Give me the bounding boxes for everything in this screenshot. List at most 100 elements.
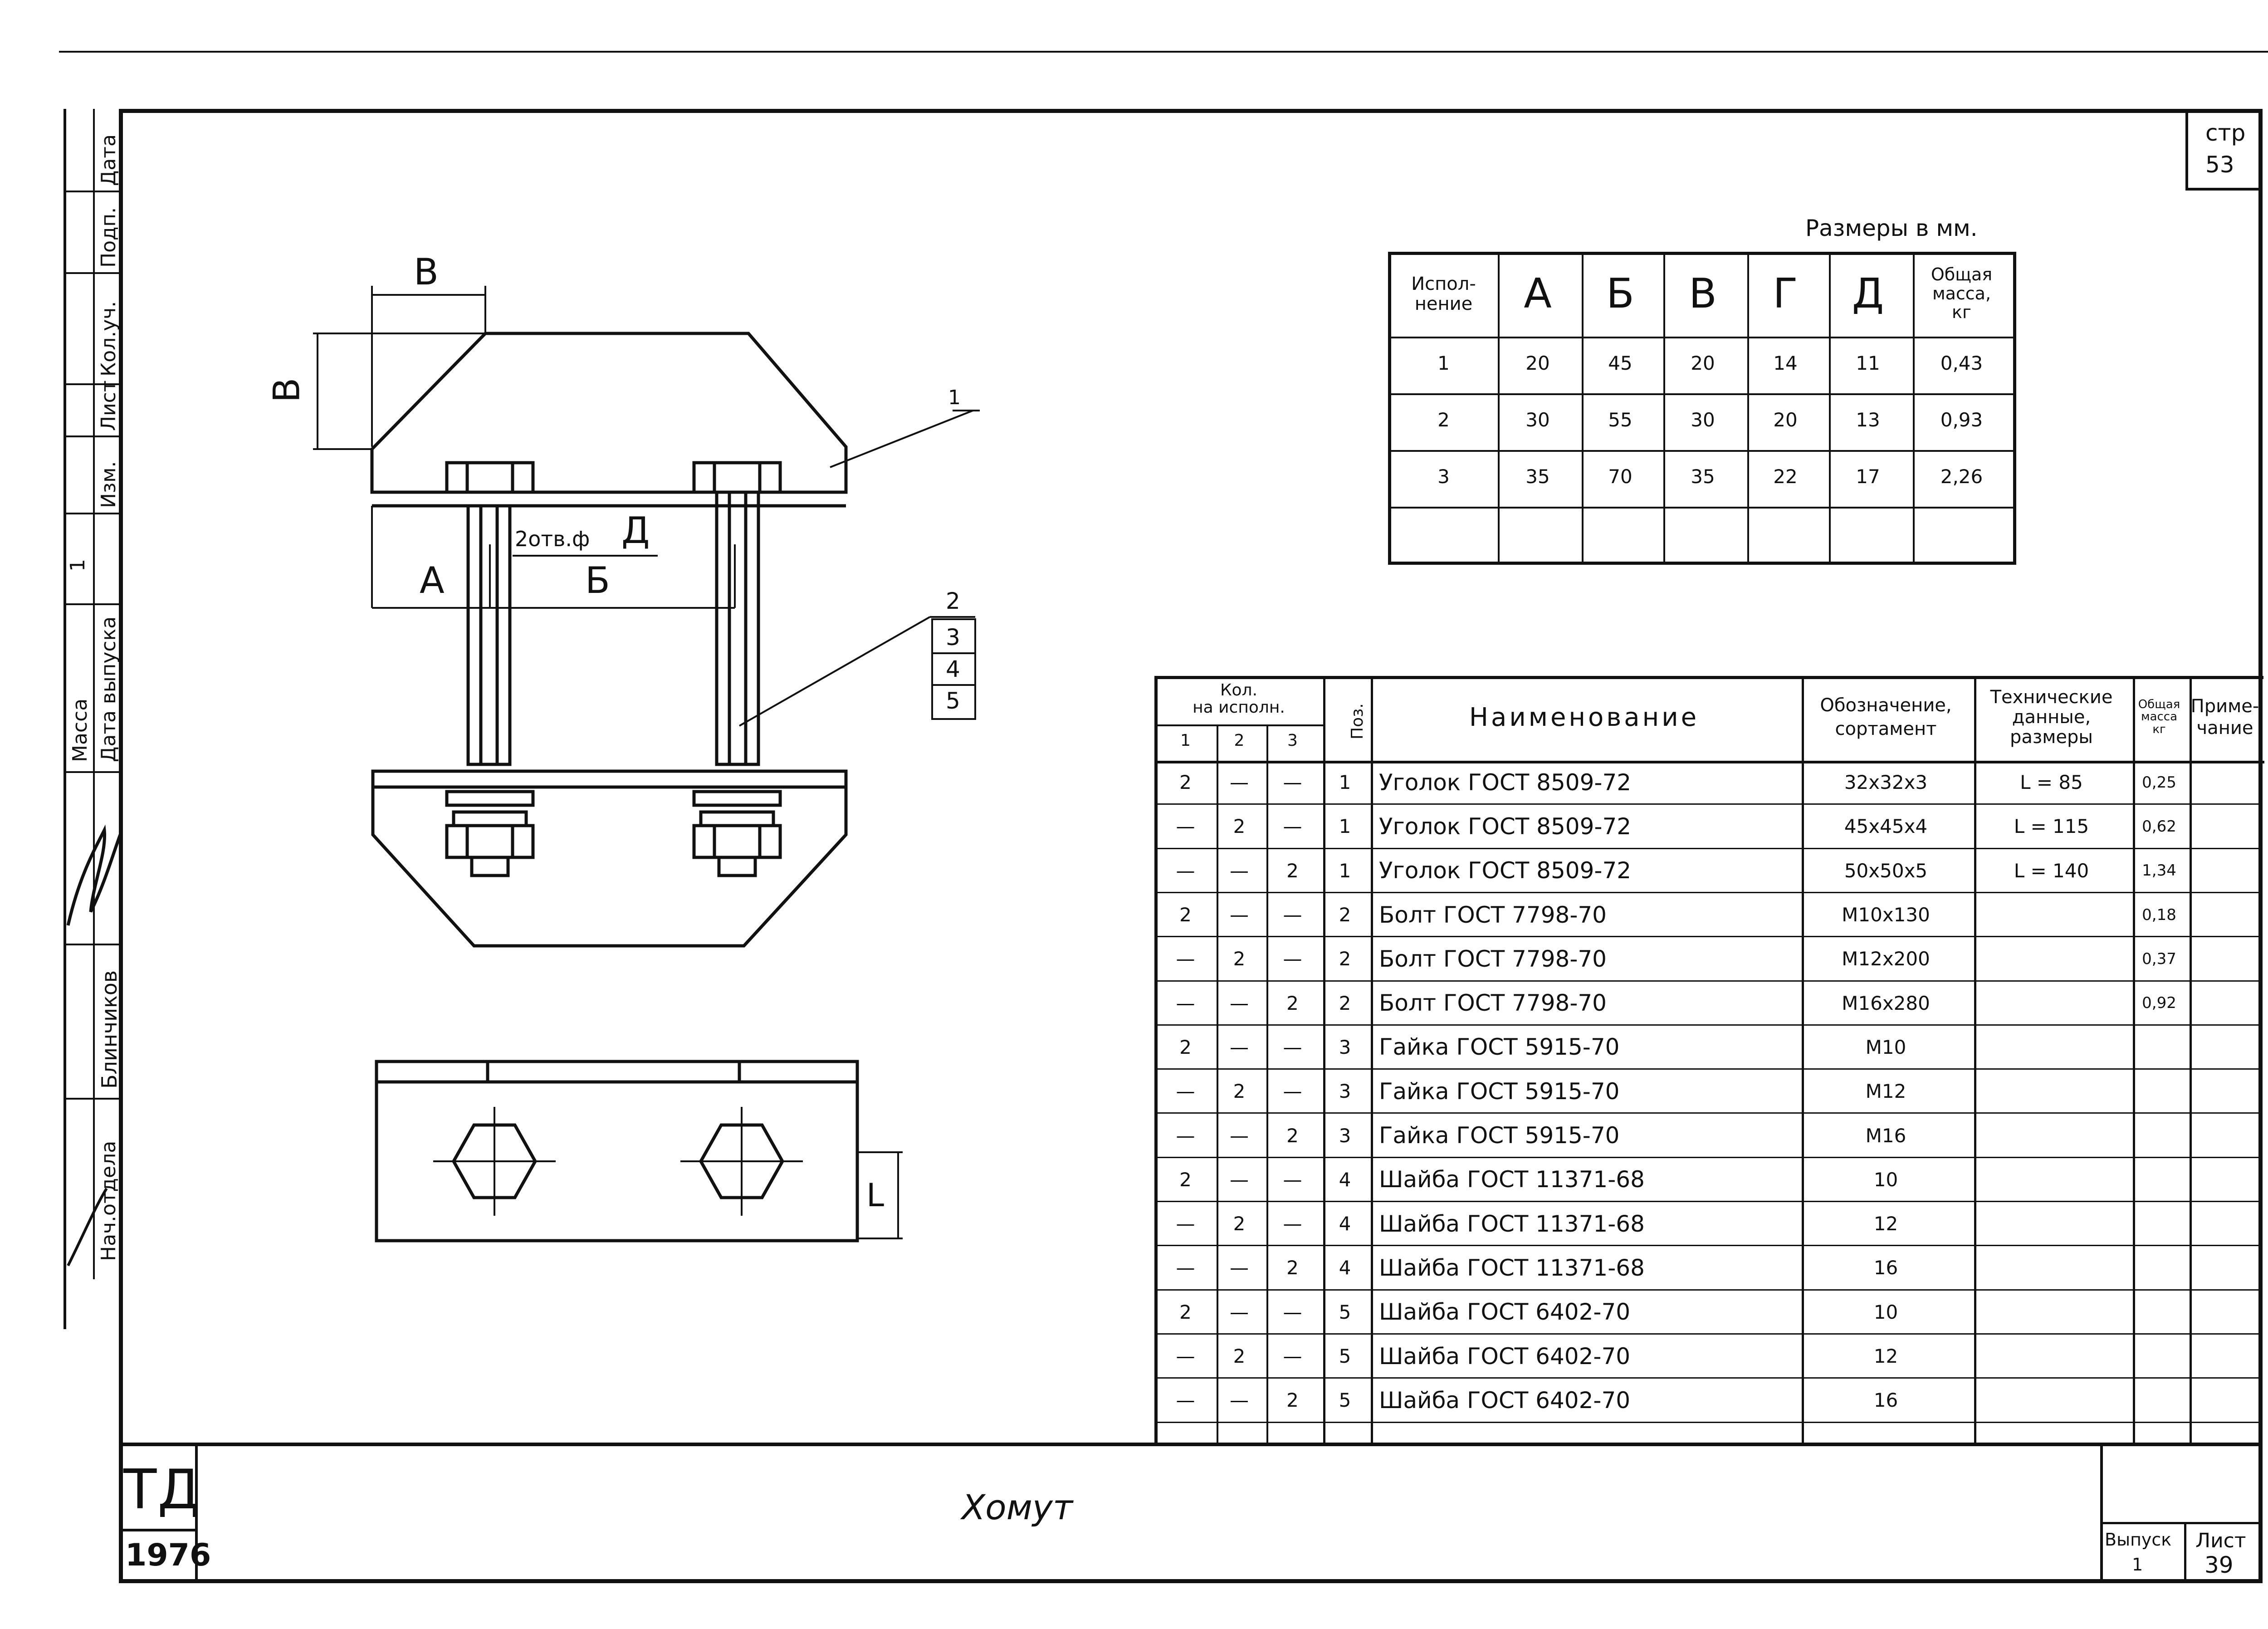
spec-row-line	[1158, 1112, 2263, 1114]
spec-cell-q1: 2	[1179, 1168, 1192, 1191]
spec-cell-mass: 0,25	[2142, 773, 2176, 792]
dims-header-b: Б	[1606, 270, 1634, 318]
side-sep	[64, 513, 120, 514]
dims-value-cell: 20	[1525, 352, 1550, 374]
spec-cell-tech	[1973, 937, 2130, 981]
title-block-top	[119, 1443, 2263, 1446]
spec-cell-desig: М10х130	[1842, 904, 1930, 926]
dims-header-g: Г	[1773, 270, 1798, 318]
spec-cell-desig: 10	[1873, 1168, 1898, 1191]
dims-value-cell: 35	[1691, 465, 1715, 488]
side-sep	[64, 435, 120, 437]
page-code-label: стр	[2205, 120, 2246, 146]
spec-cell-pos: 4	[1339, 1213, 1351, 1235]
title-block-stamp-div	[119, 1529, 196, 1531]
spec-row-line	[1158, 1245, 2263, 1247]
bottom-left-nut	[445, 824, 535, 859]
spec-cell-q3: —	[1283, 1213, 1302, 1235]
side-sep	[64, 944, 120, 945]
spec-cell-desig: 12	[1873, 1345, 1898, 1368]
spec-cell-q2: —	[1230, 1168, 1249, 1191]
spec-cell-mass	[2132, 1290, 2186, 1334]
spec-header-mass: Общая масса кг	[2138, 698, 2180, 736]
spec-cell-q2: 2	[1233, 1345, 1246, 1368]
spec-cell-q3: —	[1283, 904, 1302, 926]
title-block-right-h	[2100, 1522, 2263, 1524]
spec-cell-q2: —	[1230, 1389, 1249, 1412]
spec-cell-pos: 3	[1339, 1080, 1351, 1103]
spec-cell-q2: —	[1230, 904, 1249, 926]
dims-variant-cell: 3	[1437, 465, 1450, 488]
spec-cell-name: Уголок ГОСТ 8509-72	[1379, 813, 1632, 840]
spec-cell-mass	[2132, 1025, 2186, 1069]
issue-label: Выпуск	[2105, 1530, 2172, 1550]
spec-cell-mass	[2132, 1378, 2186, 1422]
spec-cell-pos: 1	[1339, 815, 1351, 838]
spec-cell-name: Болт ГОСТ 7798-70	[1379, 945, 1607, 972]
spec-cell-mass: 0,37	[2142, 949, 2176, 968]
side-sep	[64, 191, 120, 192]
spec-row-line	[1158, 980, 2263, 982]
spec-cell-tech	[1973, 1378, 2130, 1422]
spec-cell-mass	[2132, 1334, 2186, 1378]
spec-cell-desig: М12	[1865, 1080, 1906, 1103]
spec-cell-q1: —	[1176, 1080, 1195, 1103]
dims-value-cell: 11	[1856, 352, 1880, 374]
dim-a-label: А	[420, 559, 445, 602]
spec-cell-tech	[1973, 1158, 2130, 1202]
spec-row-line	[1158, 1156, 2263, 1158]
spec-cell-mass: 0,18	[2142, 905, 2176, 924]
spec-cell-name: Шайба ГОСТ 6402-70	[1379, 1343, 1631, 1370]
dims-header-v: В	[1689, 270, 1717, 318]
spec-cell-desig: 50х50х5	[1844, 859, 1928, 882]
spec-cell-tech	[1973, 1246, 2130, 1290]
dims-variant-cell: 2	[1437, 408, 1450, 431]
spec-cell-name: Болт ГОСТ 7798-70	[1379, 901, 1607, 928]
spec-cell-q1: 2	[1179, 1301, 1192, 1323]
title-block-left-div	[195, 1443, 198, 1583]
spec-cell-q3: —	[1283, 1080, 1302, 1103]
spec-cell-q2: —	[1230, 1124, 1249, 1147]
spec-cell-tech: L = 140	[2014, 859, 2089, 882]
spec-cell-q2: —	[1230, 1301, 1249, 1323]
spec-cell-q1: —	[1176, 815, 1195, 838]
dims-value-cell: 14	[1773, 352, 1798, 374]
spec-cell-q2: 2	[1233, 948, 1246, 970]
sheet-title: Хомут	[962, 1487, 1073, 1527]
spec-row-line	[1158, 936, 2263, 938]
spec-cell-q1: 2	[1179, 904, 1192, 926]
main-border	[119, 109, 2263, 1583]
dims-value-cell: 35	[1525, 465, 1550, 488]
side-sep	[64, 603, 120, 605]
spec-cell-q3: —	[1283, 1345, 1302, 1368]
side-strip	[64, 109, 122, 1329]
spec-cell-pos: 4	[1339, 1168, 1351, 1191]
spec-cell-pos: 2	[1339, 948, 1351, 970]
page-code-box	[2185, 109, 2263, 191]
spec-cell-q1: —	[1176, 1345, 1195, 1368]
top-right-nut	[692, 461, 782, 494]
spec-cell-q1: —	[1176, 859, 1195, 882]
spec-cell-desig: 16	[1873, 1257, 1898, 1279]
spec-row-line	[1158, 1289, 2263, 1291]
spec-row-line	[1158, 891, 2263, 893]
dims-value-cell: 30	[1691, 408, 1715, 431]
spec-row-line	[1158, 847, 2263, 849]
spec-cell-q1: 2	[1179, 771, 1192, 794]
dims-table-caption: Размеры в мм.	[1805, 215, 1978, 241]
spec-cell-name: Гайка ГОСТ 5915-70	[1379, 1078, 1620, 1105]
dims-header-d: Д	[1852, 270, 1884, 318]
bolt-left	[466, 504, 512, 766]
spec-cell-mass: 0,62	[2142, 817, 2176, 836]
dims-table	[1388, 252, 2016, 565]
spec-cell-tech	[1973, 1113, 2130, 1157]
spec-cell-desig: М12х200	[1842, 948, 1930, 970]
callout-4: 4	[946, 656, 960, 682]
spec-cell-q3: —	[1283, 948, 1302, 970]
dim-b-label: Б	[585, 559, 610, 602]
spec-cell-name: Гайка ГОСТ 5915-70	[1379, 1034, 1620, 1061]
spec-cell-mass: 1,34	[2142, 861, 2176, 880]
spec-cell-mass: 0,92	[2142, 994, 2176, 1013]
sheet-value: 39	[2204, 1552, 2234, 1578]
spec-cell-pos: 4	[1339, 1257, 1351, 1279]
